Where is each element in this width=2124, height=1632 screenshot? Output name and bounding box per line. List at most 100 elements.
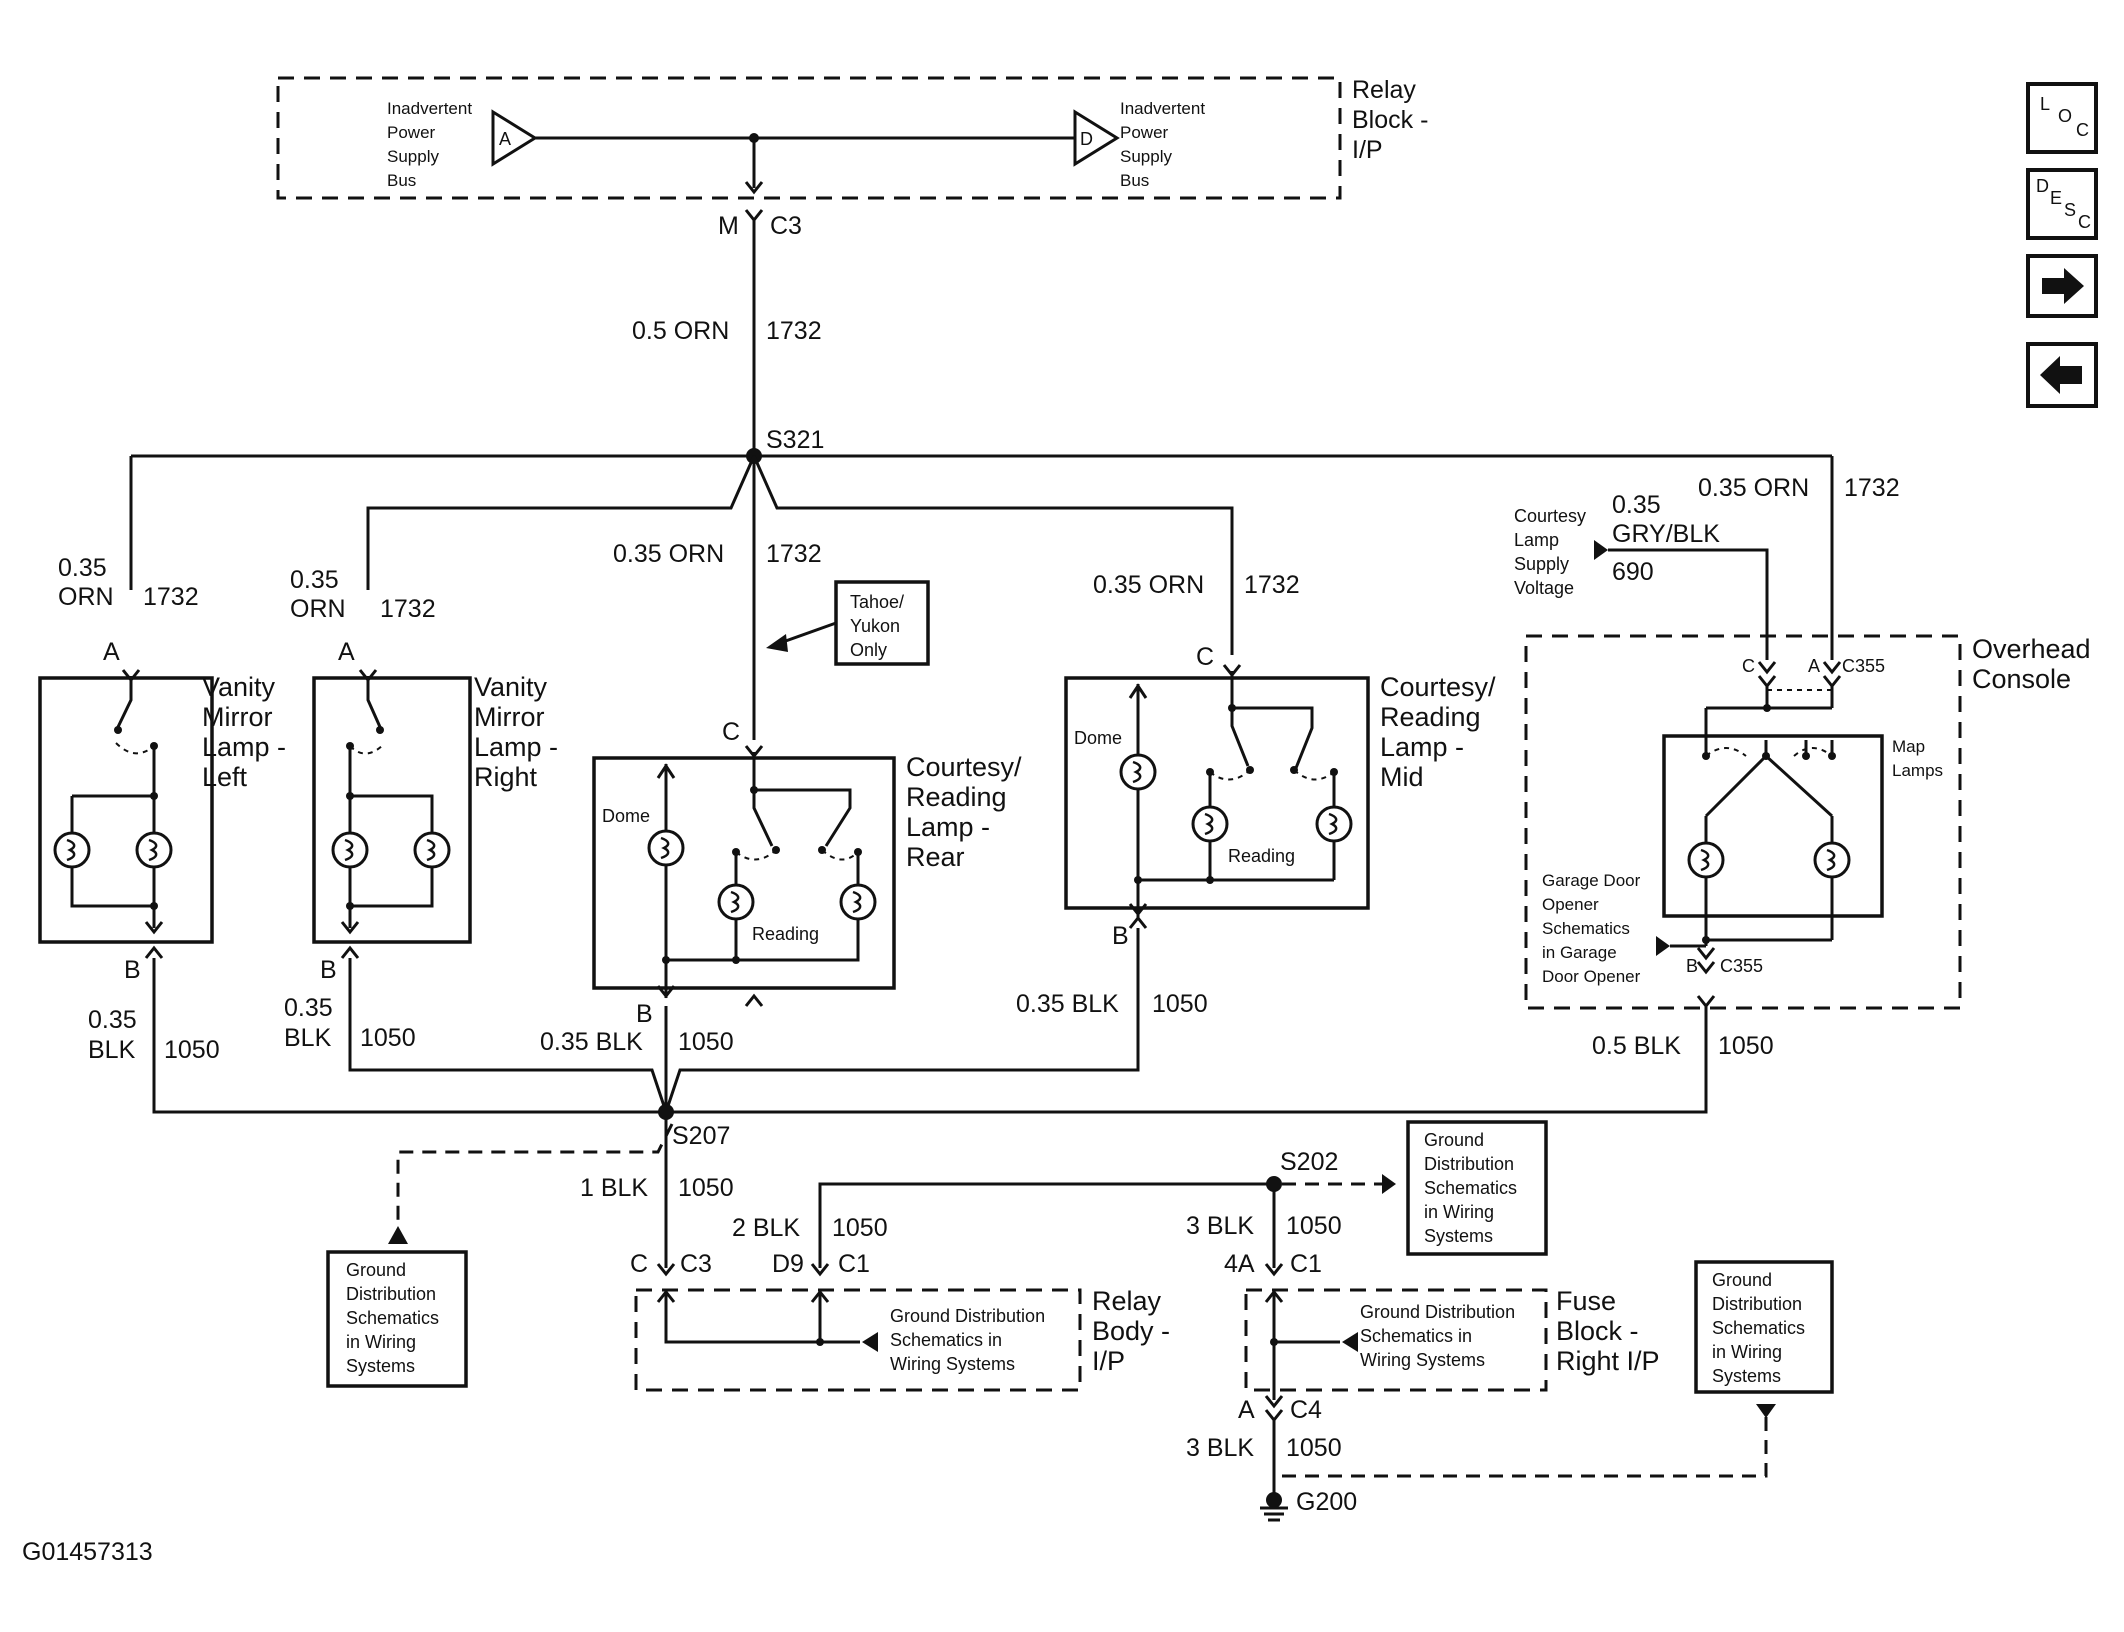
- arrow-left-icon: [2040, 356, 2082, 394]
- svg-text:A: A: [499, 129, 511, 149]
- wire-label-gry: 0.35 GRY/BLK 690: [1612, 491, 1720, 586]
- svg-text:Right I/P: Right I/P: [1556, 1346, 1660, 1376]
- svg-text:A: A: [103, 638, 120, 666]
- svg-text:Dome: Dome: [1074, 728, 1122, 748]
- svg-text:Schematics: Schematics: [1712, 1318, 1805, 1338]
- svg-text:Lamps: Lamps: [1892, 761, 1943, 780]
- svg-text:D9: D9: [772, 1250, 804, 1278]
- svg-text:I/P: I/P: [1352, 136, 1383, 164]
- fuse-block-right-ip: Ground Distribution Schematics in Wiring…: [1244, 1286, 1660, 1400]
- svg-text:0.35 BLK: 0.35 BLK: [540, 1028, 643, 1056]
- svg-text:0.35 BLK: 0.35 BLK: [1016, 990, 1119, 1018]
- overhead-console: Overhead Console C A C355: [1524, 634, 2091, 1010]
- svg-text:0.35: 0.35: [290, 566, 339, 594]
- svg-text:I/P: I/P: [1092, 1346, 1125, 1376]
- svg-text:Ground: Ground: [346, 1260, 406, 1280]
- svg-text:Ground: Ground: [1712, 1270, 1772, 1290]
- svg-text:Relay: Relay: [1092, 1286, 1162, 1316]
- svg-text:Reading: Reading: [1380, 702, 1481, 732]
- svg-text:Reading: Reading: [906, 782, 1007, 812]
- svg-text:1732: 1732: [766, 540, 822, 568]
- next-button[interactable]: [2026, 254, 2098, 318]
- ground-distribution-box-2: Ground Distribution Schematics in Wiring…: [1406, 1120, 1548, 1256]
- svg-text:1050: 1050: [164, 1036, 220, 1064]
- svg-text:Lamp -: Lamp -: [1380, 732, 1464, 762]
- svg-text:D: D: [2036, 176, 2049, 196]
- svg-text:Supply: Supply: [387, 147, 439, 166]
- svg-text:1050: 1050: [1718, 1032, 1774, 1060]
- svg-text:0.35: 0.35: [58, 554, 107, 582]
- svg-text:B: B: [320, 956, 337, 984]
- svg-text:in Wiring: in Wiring: [1712, 1342, 1782, 1362]
- svg-text:Ground Distribution: Ground Distribution: [890, 1306, 1045, 1326]
- svg-text:C: C: [1742, 656, 1755, 676]
- svg-text:C: C: [722, 718, 740, 746]
- svg-text:Tahoe/: Tahoe/: [850, 592, 904, 612]
- svg-text:Inadvertent: Inadvertent: [1120, 99, 1205, 118]
- svg-text:Distribution: Distribution: [1424, 1154, 1514, 1174]
- svg-text:1732: 1732: [1244, 571, 1300, 599]
- wire-label-main: 0.5 ORN 1732: [632, 317, 822, 345]
- svg-text:Power: Power: [1120, 123, 1169, 142]
- svg-text:2 BLK: 2 BLK: [732, 1214, 800, 1242]
- fuse-block-title: Fuse Block - Right I/P: [1556, 1286, 1660, 1376]
- bus-left-flag: A: [491, 109, 538, 167]
- svg-text:in Wiring: in Wiring: [1424, 1202, 1494, 1222]
- svg-text:C3: C3: [770, 212, 802, 240]
- svg-text:Ground Distribution: Ground Distribution: [1360, 1302, 1515, 1322]
- svg-text:M: M: [718, 212, 739, 240]
- note-tahoe-yukon: Tahoe/ Yukon Only: [766, 580, 930, 666]
- svg-text:Distribution: Distribution: [1712, 1294, 1802, 1314]
- svg-text:1050: 1050: [360, 1024, 416, 1052]
- vanity-left-title: Vanity Mirror Lamp - Left: [202, 672, 286, 792]
- svg-text:in Garage: in Garage: [1542, 943, 1617, 962]
- relay-body-ip: Ground Distribution Schematics in Wiring…: [634, 1286, 1170, 1392]
- svg-text:C3: C3: [680, 1250, 712, 1278]
- connector-m-c3: M C3: [718, 209, 802, 240]
- svg-text:B: B: [636, 1000, 653, 1028]
- svg-text:S: S: [2064, 200, 2076, 220]
- svg-text:B: B: [1686, 956, 1698, 976]
- bus-right-flag: D: [1073, 109, 1120, 167]
- svg-text:A: A: [1238, 1396, 1255, 1424]
- svg-text:Supply: Supply: [1120, 147, 1172, 166]
- courtesy-reading-lamp-mid: C Dome Reading B Courtesy/ Reading Lamp …: [1064, 643, 1496, 950]
- svg-text:3 BLK: 3 BLK: [1186, 1434, 1254, 1462]
- svg-text:Garage Door: Garage Door: [1542, 871, 1641, 890]
- svg-text:O: O: [2058, 106, 2072, 126]
- wire-label-gnd-vr: 0.35 BLK 1050: [284, 994, 416, 1052]
- svg-text:C: C: [630, 1250, 648, 1278]
- svg-text:0.35 ORN: 0.35 ORN: [1698, 474, 1809, 502]
- svg-text:C1: C1: [1290, 1250, 1322, 1278]
- svg-text:B: B: [124, 956, 141, 984]
- svg-text:Supply: Supply: [1514, 554, 1569, 574]
- wire-label-left2: 0.35 ORN 1732: [290, 566, 436, 623]
- svg-text:1050: 1050: [832, 1214, 888, 1242]
- svg-text:Opener: Opener: [1542, 895, 1599, 914]
- prev-button[interactable]: [2026, 342, 2098, 408]
- svg-text:690: 690: [1612, 558, 1654, 586]
- svg-text:Body -: Body -: [1092, 1316, 1170, 1346]
- wire-label-gnd-rear: 0.35 BLK 1050: [540, 1028, 734, 1056]
- svg-text:Right: Right: [474, 762, 538, 792]
- wire-label-left: 0.35 ORN 1732: [58, 554, 199, 611]
- wire-label-mid: 0.35 ORN 1732: [1093, 571, 1300, 599]
- svg-text:C1: C1: [838, 1250, 870, 1278]
- svg-text:Schematics in: Schematics in: [1360, 1326, 1472, 1346]
- svg-text:Courtesy/: Courtesy/: [1380, 672, 1496, 702]
- svg-text:ORN: ORN: [290, 595, 346, 623]
- svg-text:4A: 4A: [1224, 1250, 1255, 1278]
- desc-button[interactable]: D E S C: [2026, 168, 2098, 240]
- svg-text:Vanity: Vanity: [474, 672, 548, 702]
- map-lamps-label: Map Lamps: [1892, 737, 1943, 780]
- svg-text:0.35 ORN: 0.35 ORN: [1093, 571, 1204, 599]
- svg-text:Dome: Dome: [602, 806, 650, 826]
- diagram-id: G01457313: [22, 1538, 153, 1566]
- svg-text:Reading: Reading: [1228, 846, 1295, 866]
- fuse-block-note: Ground Distribution Schematics in Wiring…: [1360, 1302, 1515, 1370]
- svg-text:C355: C355: [1842, 656, 1885, 676]
- svg-text:C: C: [2078, 212, 2091, 232]
- loc-button[interactable]: L O C: [2026, 82, 2098, 154]
- ground-distribution-box-1: Ground Distribution Schematics in Wiring…: [326, 1250, 468, 1388]
